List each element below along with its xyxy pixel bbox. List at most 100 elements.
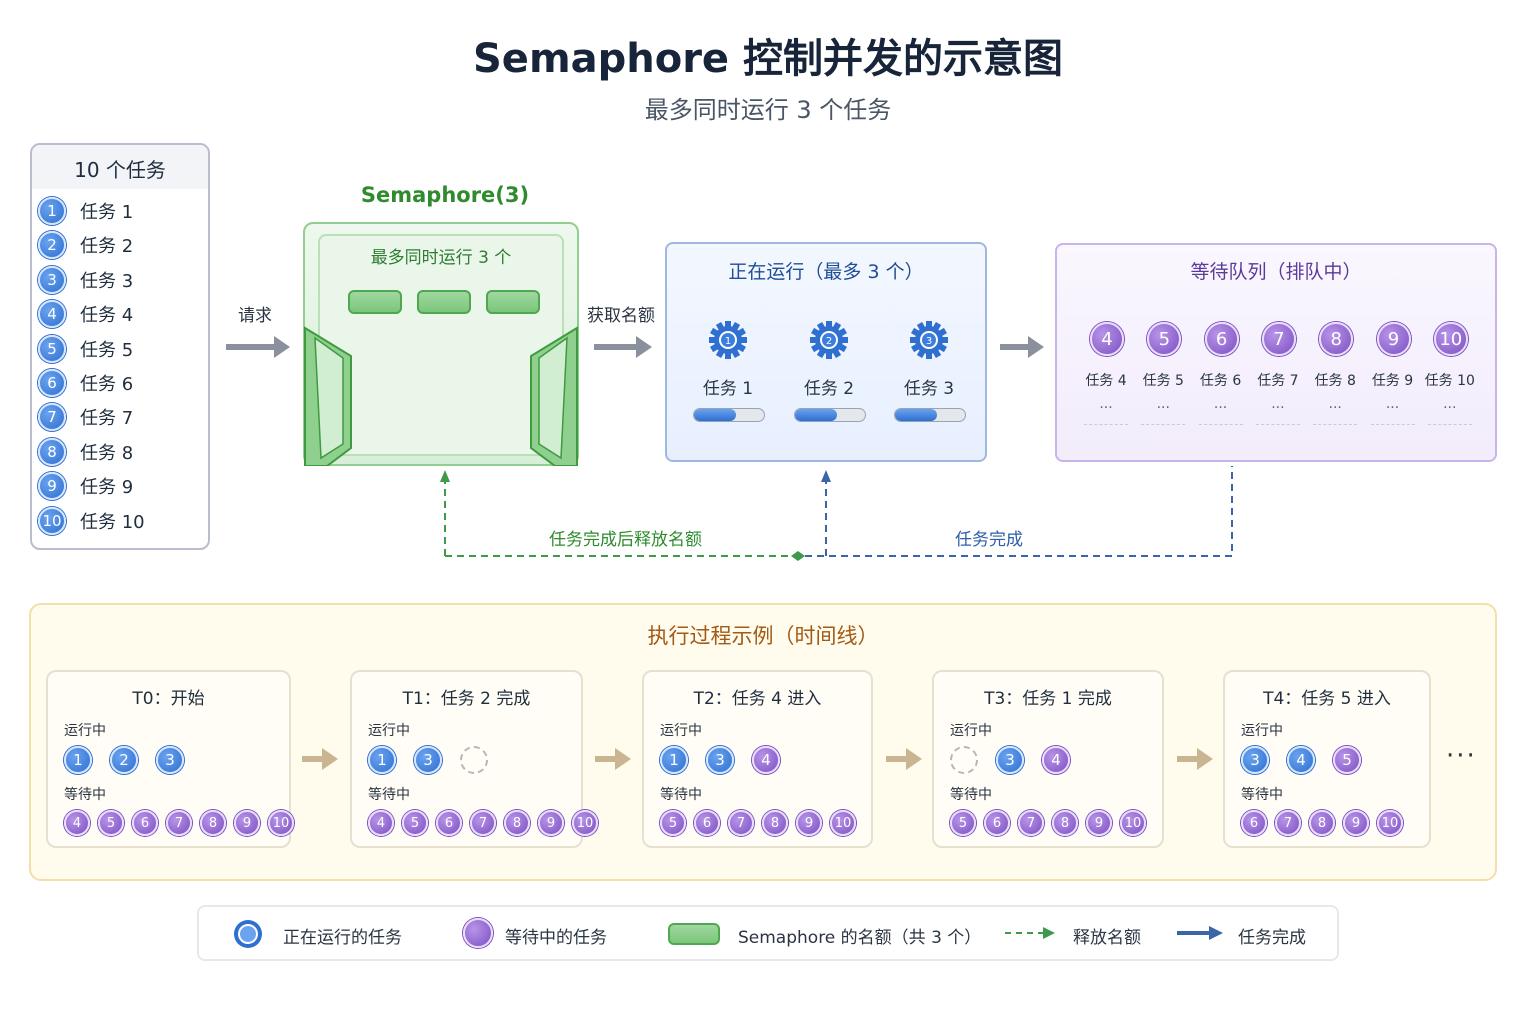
permit-slot (348, 290, 402, 314)
waiting-task-badge: 9 (1343, 810, 1369, 836)
page-subtitle: 最多同时运行 3 个任务 (644, 96, 892, 124)
waiting-task-badge: 8 (1319, 322, 1354, 356)
waiting-ellipsis: ··· (1313, 400, 1358, 425)
running-task-gear-icon: 3 (910, 321, 948, 359)
waiting-task-badge: 8 (1309, 810, 1335, 836)
running-task-badge: 3 (414, 746, 442, 774)
running-task-badge: 4 (1042, 746, 1070, 774)
waiting-task-badge: 7 (470, 810, 496, 836)
timeline-step-title: T3：任务 1 完成 (984, 689, 1112, 709)
legend-release-label: 释放名额 (1073, 928, 1141, 948)
waiting-task-badge: 7 (1275, 810, 1301, 836)
waiting-task-icon (463, 918, 493, 948)
timeline-more-indicator: ··· (1446, 741, 1477, 771)
legend-permit-label: Semaphore 的名额（共 3 个） (738, 928, 982, 948)
waiting-task-badge: 5 (402, 810, 428, 836)
running-task-gear-icon: 1 (709, 321, 747, 359)
timeline-arrow (1177, 748, 1213, 770)
waiting-task-badge: 6 (436, 810, 462, 836)
waiting-task-label: 任务 5 (1142, 373, 1184, 389)
task-number-badge: 3 (38, 265, 66, 294)
running-section-label: 运行中 (368, 723, 410, 739)
waiting-task-label: 任务 8 (1314, 373, 1356, 389)
task-number-badge: 10 (38, 506, 66, 535)
running-task-gear-icon: 2 (810, 321, 848, 359)
timeline-arrow (595, 748, 631, 770)
running-task-badge: 5 (1333, 746, 1361, 774)
task-progress-fill (694, 409, 736, 421)
task-label: 任务 10 (80, 511, 145, 533)
semaphore-caption: 最多同时运行 3 个 (370, 248, 512, 268)
waiting-task-label: 任务 10 (1424, 373, 1475, 389)
task-label: 任务 2 (80, 236, 134, 258)
legend-running-label: 正在运行的任务 (283, 928, 402, 948)
timeline-arrow (302, 748, 338, 770)
waiting-task-badge: 6 (984, 810, 1010, 836)
running-task-badge: 3 (156, 746, 184, 774)
task-label: 任务 5 (80, 339, 134, 361)
permit-icon (668, 923, 720, 945)
waiting-task-badge: 4 (1090, 322, 1124, 356)
running-section-label: 运行中 (64, 723, 106, 739)
queue-arrow (1000, 336, 1044, 358)
task-list-item: 7 任务 7 (38, 402, 133, 432)
complete-flow-label: 任务完成 (955, 530, 1023, 550)
task-number-badge: 4 (38, 300, 66, 329)
waiting-ellipsis: ··· (1084, 400, 1128, 425)
empty-slot (950, 746, 978, 774)
request-label: 请求 (238, 306, 272, 326)
running-section-label: 运行中 (950, 723, 992, 739)
running-section-label: 运行中 (660, 723, 702, 739)
waiting-section-label: 等待中 (950, 787, 992, 803)
waiting-task-badge: 10 (1433, 322, 1468, 356)
running-task-label: 任务 2 (803, 379, 855, 399)
gear-number: 1 (725, 336, 731, 347)
complete-arrowhead (821, 470, 831, 482)
waiting-task-badge: 5 (660, 810, 686, 836)
waiting-task-badge: 5 (950, 810, 976, 836)
waiting-task-badge: 7 (1261, 322, 1296, 356)
waiting-task-badge: 8 (762, 810, 788, 836)
waiting-task-badge: 10 (268, 810, 294, 836)
running-task-badge: 1 (64, 746, 92, 774)
gate-right-inner (538, 336, 568, 460)
waiting-task-badge: 9 (1376, 322, 1411, 356)
feedback-connectors (440, 466, 1233, 561)
waiting-title: 等待队列（排队中） (1190, 261, 1362, 283)
running-task-badge: 4 (1287, 746, 1315, 774)
permit-slot (417, 290, 471, 314)
waiting-ellipsis: ··· (1141, 400, 1186, 425)
running-task-label: 任务 1 (702, 379, 754, 399)
timeline-arrow (886, 748, 922, 770)
task-progress-bar (693, 408, 765, 422)
task-progress-bar (894, 408, 966, 422)
running-task-icon (234, 920, 262, 948)
semaphore-title: Semaphore(3) (360, 183, 530, 207)
waiting-task-badge: 6 (1241, 810, 1267, 836)
task-number-badge: 7 (38, 403, 66, 432)
waiting-task-badge: 10 (1120, 810, 1146, 836)
task-list-item: 2 任务 2 (38, 230, 133, 260)
task-label: 任务 7 (80, 408, 134, 430)
task-number-badge: 2 (38, 231, 66, 260)
waiting-task-badge: 8 (1052, 810, 1078, 836)
task-progress-bar (794, 408, 866, 422)
waiting-section-label: 等待中 (368, 787, 410, 803)
task-label: 任务 8 (80, 442, 134, 464)
running-task-badge: 3 (706, 746, 734, 774)
waiting-task-badge: 9 (234, 810, 260, 836)
task-label: 任务 9 (80, 477, 134, 499)
task-label: 任务 4 (80, 305, 134, 327)
task-list-item: 10 任务 10 (38, 506, 145, 536)
